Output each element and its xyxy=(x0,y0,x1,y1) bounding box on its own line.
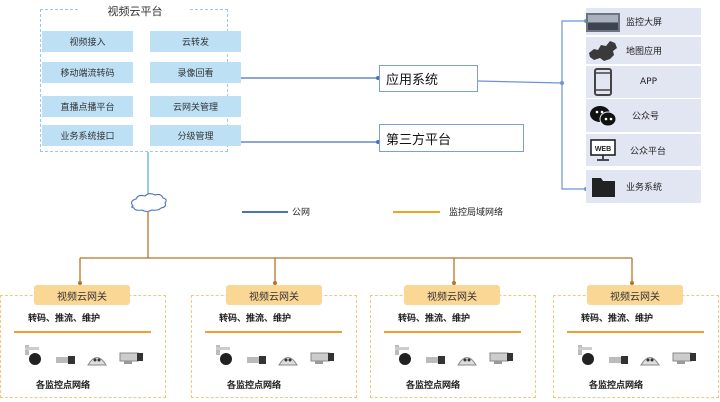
folder-icon xyxy=(586,175,620,199)
gateway-divider-2 xyxy=(205,331,342,333)
app-item-wechat: 公众号 xyxy=(586,99,701,132)
gateway-function-4: 转码、推流、维护 xyxy=(581,314,654,324)
smartphone-icon xyxy=(586,68,620,96)
box-camera-icon xyxy=(119,352,143,364)
module-gateway-mgmt: 云网关管理 xyxy=(150,96,241,117)
gateway-network-1: 各监控点网络 xyxy=(36,381,91,391)
china-map-icon xyxy=(586,39,620,63)
ptz-camera-icon xyxy=(578,345,594,365)
gateway-divider-4 xyxy=(567,331,704,333)
wechat-icon xyxy=(586,104,620,128)
bullet-camera-icon xyxy=(56,356,75,364)
box-camera-icon xyxy=(310,352,334,364)
bullet-camera-icon xyxy=(426,356,445,364)
app-label: 公众平台 xyxy=(630,146,667,157)
module-tier-mgmt: 分级管理 xyxy=(150,125,241,146)
app-item-web: WEB 公众平台 xyxy=(586,134,701,166)
module-playback: 录像回看 xyxy=(150,62,241,83)
platform-title: 视频云平台 xyxy=(80,3,190,19)
legend-label-lan: 监控局域网络 xyxy=(449,208,504,218)
app-label: 监控大屏 xyxy=(626,18,663,28)
module-live-vod: 直播点播平台 xyxy=(42,96,133,117)
app-item-app: APP xyxy=(586,66,701,98)
gateway-divider-3 xyxy=(384,331,521,333)
app-system-box: 应用系统 xyxy=(379,65,478,92)
gateway-function-2: 转码、推流、维护 xyxy=(219,314,292,324)
gateway-title-1: 视频云网关 xyxy=(34,285,130,305)
gateway-divider-1 xyxy=(14,331,151,333)
module-cloud-forward: 云转发 xyxy=(150,31,241,52)
gateway-title-4: 视频云网关 xyxy=(587,285,683,305)
app-item-video-wall: 监控大屏 xyxy=(586,8,701,35)
dome-camera-icon xyxy=(87,357,107,366)
wire-dot xyxy=(78,281,82,285)
gateway-network-4: 各监控点网络 xyxy=(589,381,644,391)
camera-group-1 xyxy=(22,344,144,366)
gateway-function-3: 转码、推流、维护 xyxy=(398,314,471,324)
ptz-camera-icon xyxy=(25,345,41,365)
module-mobile-transcode: 移动端流转码 xyxy=(42,62,133,83)
app-item-map: 地图应用 xyxy=(586,37,701,64)
gateway-function-1: 转码、推流、维护 xyxy=(28,314,101,324)
ptz-camera-icon xyxy=(216,345,232,365)
dome-camera-icon xyxy=(278,357,298,366)
module-video-access: 视频接入 xyxy=(42,31,133,52)
third-party-platform-box: 第三方平台 xyxy=(379,124,524,152)
gateway-title-3: 视频云网关 xyxy=(404,285,500,305)
app-item-business: 业务系统 xyxy=(586,170,701,203)
gateway-network-3: 各监控点网络 xyxy=(406,381,461,391)
gateway-title-2: 视频云网关 xyxy=(226,285,322,305)
svg-text:WEB: WEB xyxy=(595,146,611,153)
wire-app-system-trunk xyxy=(477,80,563,84)
wire-apps-trunk xyxy=(561,20,586,190)
web-monitor-icon: WEB xyxy=(586,138,620,162)
bullet-camera-icon xyxy=(247,356,266,364)
cloud-icon xyxy=(131,193,167,213)
app-label: APP xyxy=(640,77,658,87)
camera-group-4 xyxy=(575,344,697,366)
dome-camera-icon xyxy=(640,357,660,366)
app-label: 地图应用 xyxy=(626,47,663,57)
ptz-camera-icon xyxy=(395,345,411,365)
box-camera-icon xyxy=(672,352,696,364)
wire-dot xyxy=(630,281,634,285)
gateway-network-2: 各监控点网络 xyxy=(227,381,282,391)
wire-dot xyxy=(452,281,456,285)
app-label: 业务系统 xyxy=(626,183,663,193)
wire-dot xyxy=(273,281,277,285)
module-biz-interface: 业务系统接口 xyxy=(42,125,133,146)
box-camera-icon xyxy=(489,352,513,364)
dome-camera-icon xyxy=(457,357,477,366)
camera-group-3 xyxy=(392,344,514,366)
video-wall-icon xyxy=(586,11,620,33)
camera-group-2 xyxy=(213,344,335,366)
legend-label-public-net: 公网 xyxy=(292,208,311,218)
bullet-camera-icon xyxy=(609,356,628,364)
app-label: 公众号 xyxy=(632,112,660,122)
